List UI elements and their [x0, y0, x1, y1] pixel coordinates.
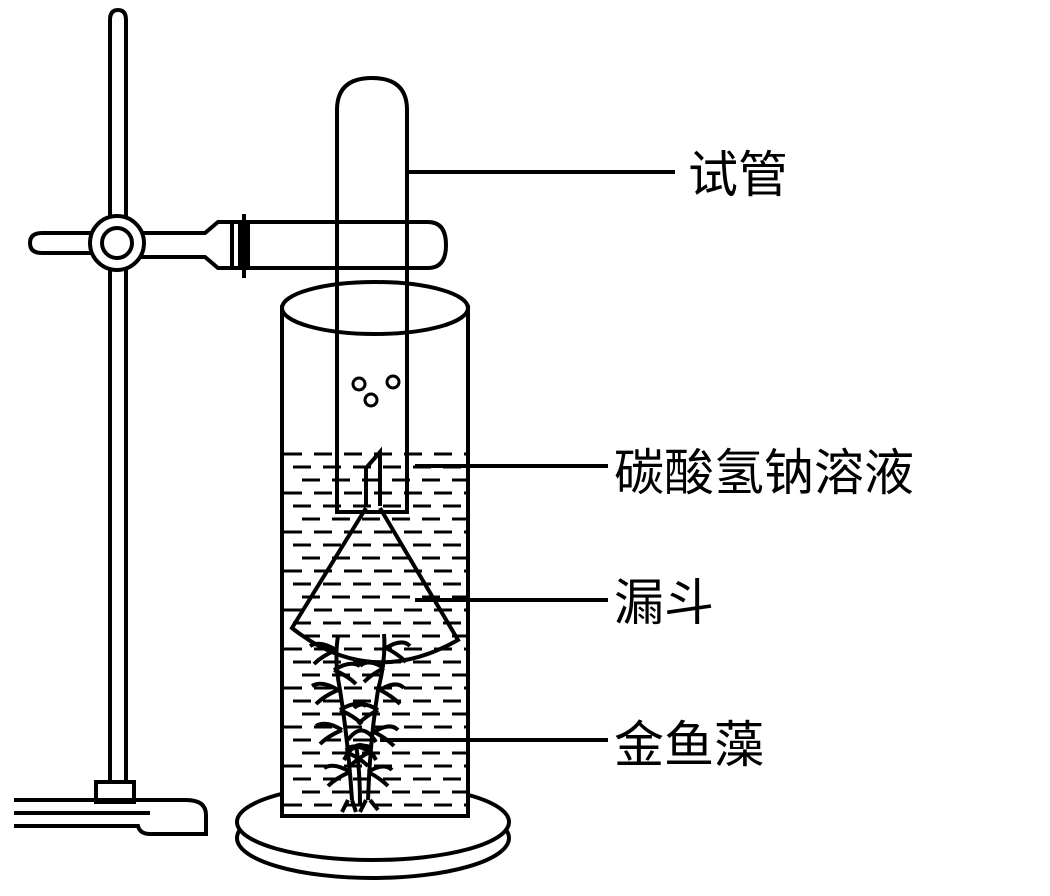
plant-leaf	[356, 708, 379, 726]
stand-rod	[108, 7, 128, 786]
stand-base	[14, 798, 208, 836]
plant-leaf	[379, 688, 402, 706]
plant-leaf	[372, 724, 400, 734]
clamp-holder	[246, 220, 449, 270]
plant-leaf	[348, 750, 371, 768]
plant-leaf	[366, 764, 394, 774]
beaker	[280, 280, 470, 818]
plant-leaf	[314, 688, 339, 706]
iron-stand	[14, 7, 208, 836]
test-tube-body	[335, 75, 409, 514]
plant-leaf	[308, 641, 338, 652]
plant-leaf	[362, 666, 385, 684]
label-sodium-bicarbonate-solution: 碳酸氢钠溶液	[614, 444, 914, 502]
plant-leaf	[384, 640, 412, 650]
clamp-right-arm	[140, 220, 242, 270]
plant-leaf	[314, 721, 344, 732]
leader-lines	[380, 170, 675, 742]
plant-stem	[354, 744, 362, 805]
clamp-left-arm	[27, 231, 95, 255]
plant-leaf	[326, 770, 351, 788]
plant-leaf	[322, 763, 352, 774]
plant-leaf	[367, 770, 390, 788]
clamp-boss-inner	[100, 226, 134, 260]
plant-leaf	[358, 660, 386, 670]
plant-leaf	[346, 728, 378, 744]
gas-bubbles	[351, 374, 401, 408]
plant-leaf	[332, 661, 362, 672]
plant-leaf	[318, 728, 343, 746]
beaker-rim	[280, 280, 470, 336]
funnel-stem	[364, 446, 382, 506]
plant-leaf	[342, 743, 378, 761]
label-test-tube: 试管	[688, 146, 788, 204]
clamp	[27, 214, 449, 278]
plant-leaf	[385, 646, 408, 664]
plant-leaf	[333, 668, 358, 686]
clamp-boss-outer	[88, 214, 146, 272]
test-tube	[335, 75, 409, 514]
plant-leaf	[378, 682, 406, 692]
plant-leaf	[310, 681, 340, 692]
hornwort-plant	[308, 633, 412, 813]
label-funnel: 漏斗	[614, 574, 714, 632]
plant-leaf	[312, 648, 337, 666]
plant-leaf	[352, 702, 380, 712]
label-hornwort: 金鱼藻	[614, 716, 764, 774]
plant-root	[340, 798, 380, 813]
